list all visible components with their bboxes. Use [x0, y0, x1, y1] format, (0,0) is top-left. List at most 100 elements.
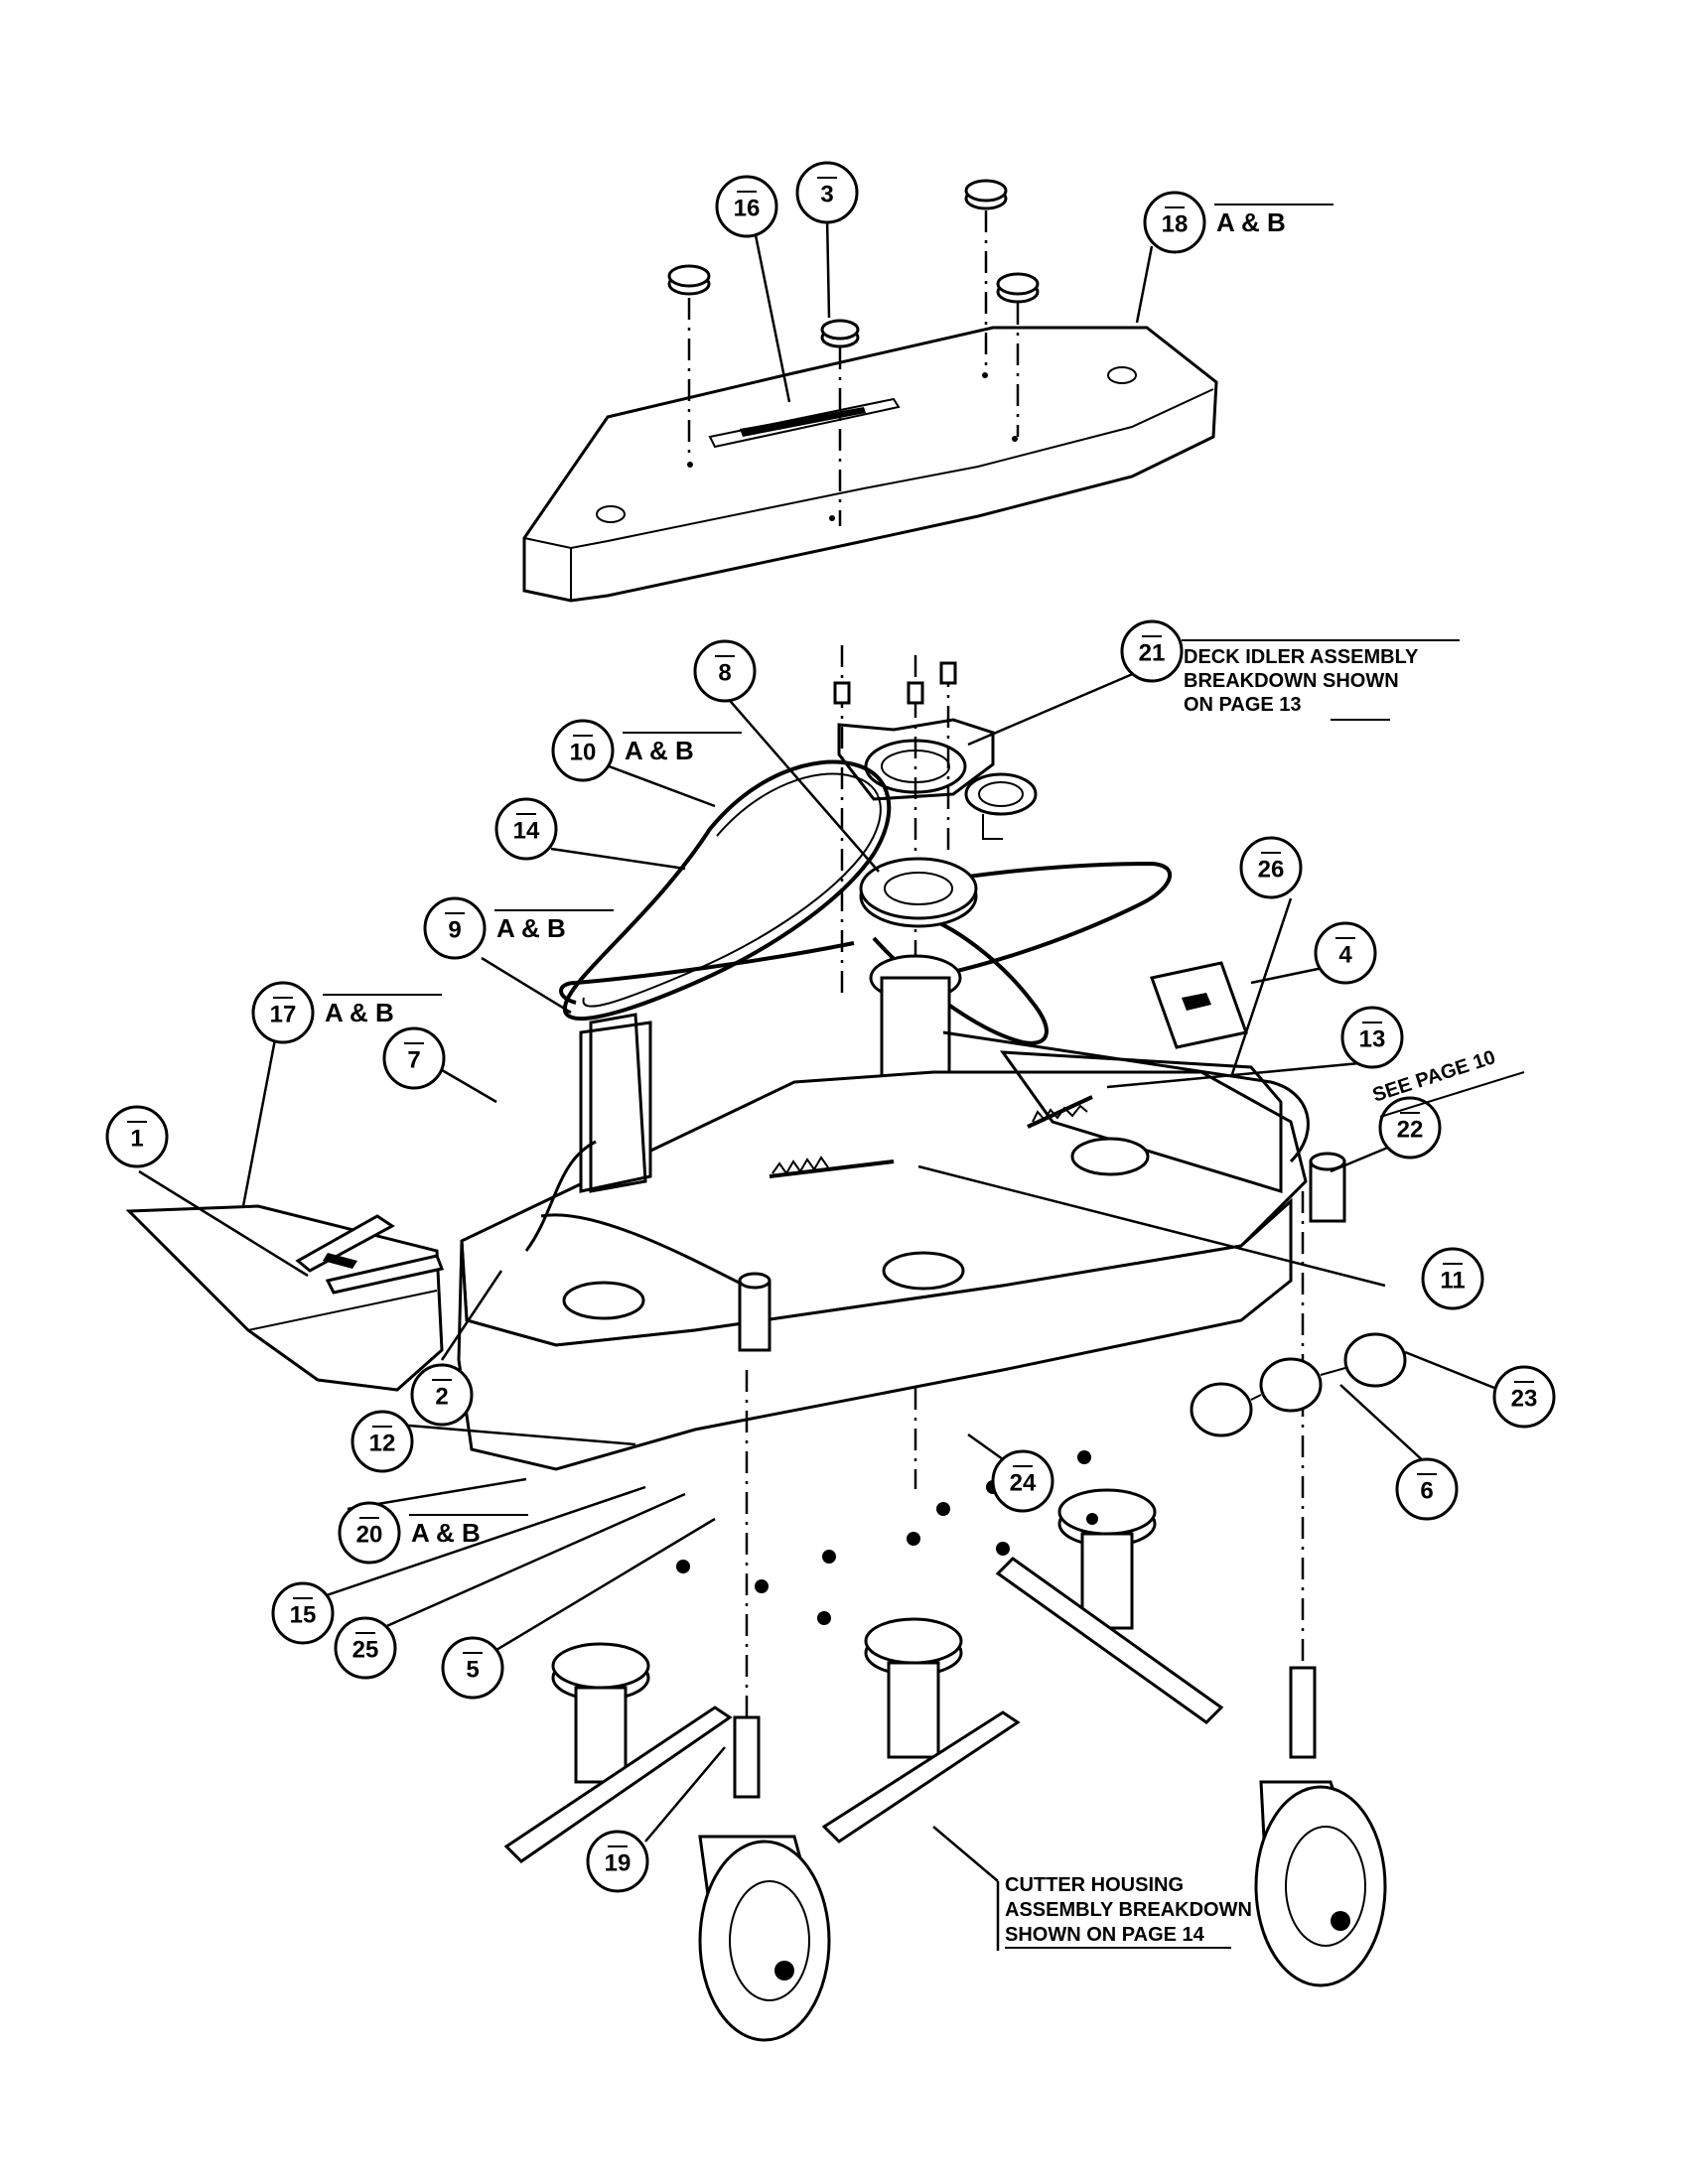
callout-circle [991, 1449, 1054, 1513]
callout-11: 11 [1421, 1247, 1484, 1310]
callout-number: 24 [1010, 1470, 1037, 1497]
callout-number: 13 [1359, 1026, 1386, 1053]
callout-23: 23 [1492, 1365, 1556, 1429]
callout-number: 5 [466, 1657, 479, 1684]
knob-icon [667, 264, 711, 296]
callout-circle [1120, 619, 1184, 683]
callout-circle [494, 797, 558, 861]
note-cutter-housing-line-1: CUTTER HOUSING [1005, 1874, 1184, 1896]
callout-circle [693, 639, 757, 703]
callout-circle [1239, 836, 1303, 899]
note-deck-idler-line-3: ON PAGE 13 [1184, 694, 1302, 716]
note-cutter-housing-line-3: SHOWN ON PAGE 14 [1005, 1924, 1205, 1946]
callout-circle [271, 1581, 335, 1645]
spring [1027, 1095, 1093, 1129]
callout-number: 9 [448, 917, 461, 944]
callout-15: 15 [271, 1581, 335, 1645]
callout-number: 8 [718, 660, 731, 687]
mower-deck [457, 1013, 1346, 1471]
callout-number: 19 [605, 1850, 632, 1877]
callout-circle [715, 175, 778, 238]
note-deck-idler: DECK IDLER ASSEMBLY BREAKDOWN SHOWN ON P… [1182, 639, 1460, 721]
note-cutter-housing-line-2: ASSEMBLY BREAKDOWN [1005, 1899, 1252, 1921]
callout-circle [551, 719, 615, 782]
callout-circle [1314, 921, 1377, 985]
callout-number: 6 [1420, 1478, 1433, 1505]
callout-3: 3 [795, 161, 859, 224]
callout-6: 6 [1395, 1457, 1459, 1521]
callout-24: 24 [991, 1449, 1054, 1513]
callout-number: 4 [1338, 942, 1352, 969]
decal [1150, 961, 1248, 1049]
cover-knobs [667, 179, 1040, 348]
callout-5: 5 [441, 1636, 504, 1700]
callout-2: 2 [410, 1363, 474, 1427]
callout-4: 4 [1314, 921, 1377, 985]
callout-number: 20 [356, 1522, 383, 1549]
callout-7: 7 [382, 1026, 446, 1090]
note-deck-idler-line-2: BREAKDOWN SHOWN [1184, 670, 1399, 692]
weights [1190, 1332, 1407, 1437]
callout-circle [1340, 1006, 1404, 1069]
callout-8: 8 [693, 639, 757, 703]
callout-number: 17 [270, 1002, 297, 1028]
callout-12: 12 [351, 1410, 414, 1473]
callout-13: 13 [1340, 1006, 1404, 1069]
callout-number: 10 [570, 740, 597, 766]
callout-circle [1492, 1365, 1556, 1429]
caster-wheel-right [1254, 1666, 1387, 1987]
callout-number: 26 [1258, 857, 1285, 884]
callout-19: 19 [586, 1830, 649, 1893]
cutter-housing-center [821, 1617, 1021, 1843]
deck-cover [522, 326, 1218, 603]
callout-circle [410, 1363, 474, 1427]
callout-circle [334, 1616, 397, 1680]
callout-10: 10 A & B [551, 719, 742, 782]
deck-idler-assembly [837, 718, 1038, 840]
callout-number: 2 [435, 1384, 448, 1411]
callout-circle [251, 981, 315, 1044]
callout-number: 22 [1397, 1117, 1424, 1144]
callout-25: 25 [334, 1616, 397, 1680]
callout-21: 21 [1120, 619, 1184, 683]
note-deck-idler-line-1: DECK IDLER ASSEMBLY [1184, 646, 1419, 668]
callout-26: 26 [1239, 836, 1303, 899]
callout-suffix: A & B [496, 913, 566, 943]
callout-number: 15 [290, 1602, 317, 1629]
callout-number: 11 [1440, 1268, 1465, 1295]
callout-circle [351, 1410, 414, 1473]
callout-circle [338, 1501, 401, 1565]
callout-circle [382, 1026, 446, 1090]
rod [769, 1156, 895, 1178]
callout-circle [105, 1105, 169, 1168]
note-cutter-housing: CUTTER HOUSING ASSEMBLY BREAKDOWN SHOWN … [1005, 1874, 1252, 1949]
callout-suffix: A & B [1216, 207, 1286, 237]
callout-1: 1 [105, 1105, 169, 1168]
knob-icon [820, 319, 860, 348]
knob-icon [996, 272, 1040, 304]
callout-circle [1421, 1247, 1484, 1310]
callout-number: 25 [352, 1637, 379, 1664]
callout-number: 14 [513, 818, 540, 845]
cutter-housing-left [503, 1642, 733, 1863]
discharge-chute [125, 1204, 445, 1392]
callout-9: 9 A & B [423, 896, 614, 960]
callout-suffix: A & B [325, 998, 394, 1027]
callout-14: 14 [494, 797, 558, 861]
callout-16: 16 [715, 175, 778, 238]
callout-number: 7 [407, 1047, 420, 1074]
callout-circle [423, 896, 487, 960]
cutter-housing-right [995, 1488, 1224, 1724]
callout-number: 16 [734, 196, 761, 222]
callout-circle [441, 1636, 504, 1700]
callout-number: 1 [130, 1126, 143, 1153]
callout-suffix: A & B [625, 736, 694, 765]
callout-number: 12 [369, 1431, 396, 1457]
callout-17: 17 A & B [251, 981, 442, 1044]
callout-number: 23 [1511, 1386, 1538, 1413]
callout-number: 21 [1139, 640, 1166, 667]
callout-circle [1395, 1457, 1459, 1521]
callout-number: 3 [820, 182, 833, 208]
